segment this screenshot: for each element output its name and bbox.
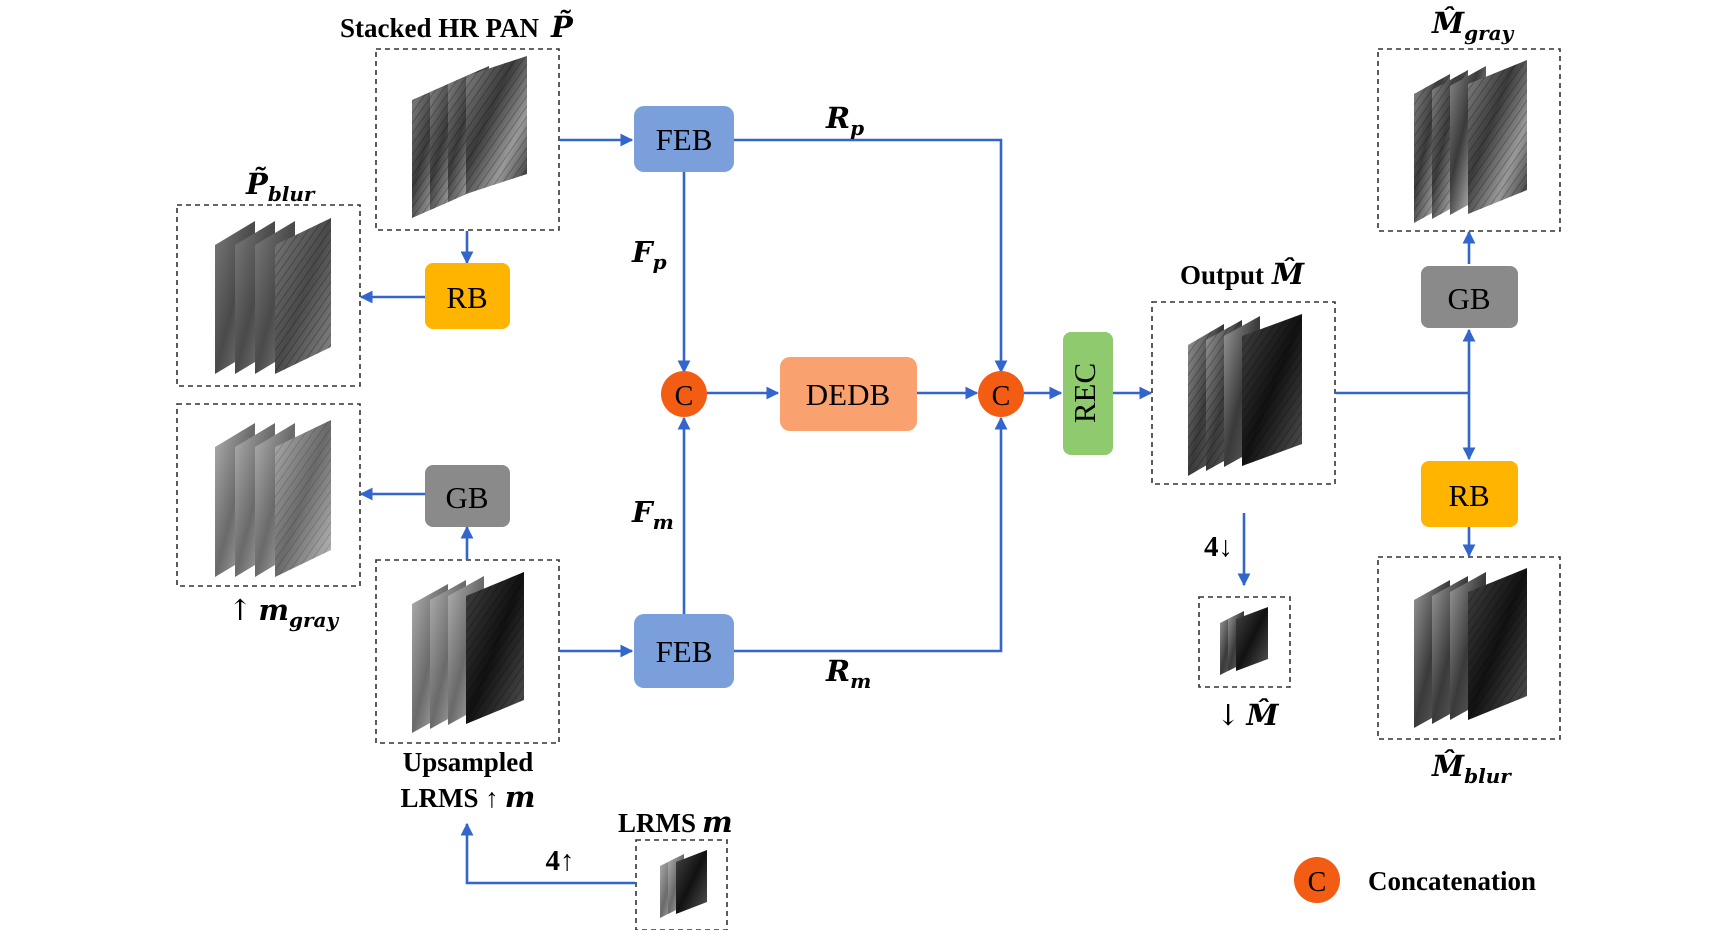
concat-1-symbol: C (675, 381, 694, 412)
rp-label: Rp (825, 101, 864, 140)
legend-symbol: C (1308, 867, 1327, 898)
rec-label: REC (1067, 363, 1102, 423)
down-m-image (1198, 596, 1291, 688)
legend-concat-icon (1294, 857, 1340, 903)
output-image (1151, 301, 1336, 485)
arrow-rm (733, 416, 1008, 653)
concat-node-2: C (978, 371, 1024, 417)
rb-block-left: RB (425, 263, 510, 329)
rb-right-label: RB (1448, 478, 1489, 513)
upsampled-caption-line1: Upsampled (403, 747, 534, 777)
downsample-factor-label: 4↓ (1204, 531, 1233, 563)
gb-block-right: GB (1421, 266, 1518, 328)
legend-label: Concatenation (1368, 866, 1536, 896)
dedb-block: DEDB (780, 357, 917, 431)
upsampled-lrms-image (375, 559, 560, 744)
concat-node-1: C (661, 371, 707, 417)
m-blur-out-caption: M̂blur (1431, 749, 1512, 788)
lrms-image (635, 839, 728, 930)
feb-top-label: FEB (656, 122, 713, 157)
feb-block-bottom: FEB (634, 614, 734, 688)
dedb-label: DEDB (806, 377, 890, 412)
arrow-lrms-to-upsampled (460, 822, 635, 885)
feb-bottom-label: FEB (656, 634, 713, 669)
m-gray-out-image (1377, 48, 1561, 232)
gb-left-label: GB (445, 480, 488, 515)
rec-block: REC (1063, 332, 1113, 455)
stacked-pan-image (375, 48, 560, 231)
down-m-caption: ↓M̂ (1216, 698, 1279, 732)
arrow-rp (733, 138, 1008, 374)
m-gray-image (176, 403, 361, 587)
upsample-factor-label: 4↑ (546, 845, 575, 877)
fp-label: Fp (631, 235, 667, 274)
rb-left-label: RB (446, 280, 487, 315)
m-gray-out-caption: M̂gray (1431, 6, 1515, 45)
connections (359, 133, 1476, 885)
upsampled-caption-line2: LRMS ↑m (401, 780, 536, 814)
concat-2-symbol: C (992, 381, 1011, 412)
rm-label: Rm (825, 654, 871, 693)
gb-right-label: GB (1447, 281, 1490, 316)
m-gray-caption: ↑mgray (228, 593, 339, 632)
gb-block-left: GB (425, 465, 510, 527)
fm-label: Fm (631, 495, 674, 534)
p-blur-caption: P̃blur (245, 167, 316, 206)
rb-block-right: RB (1421, 461, 1518, 527)
legend: C Concatenation (1294, 857, 1536, 903)
p-blur-image (176, 204, 361, 387)
m-blur-out-image (1377, 556, 1561, 740)
feb-block-top: FEB (634, 106, 734, 172)
